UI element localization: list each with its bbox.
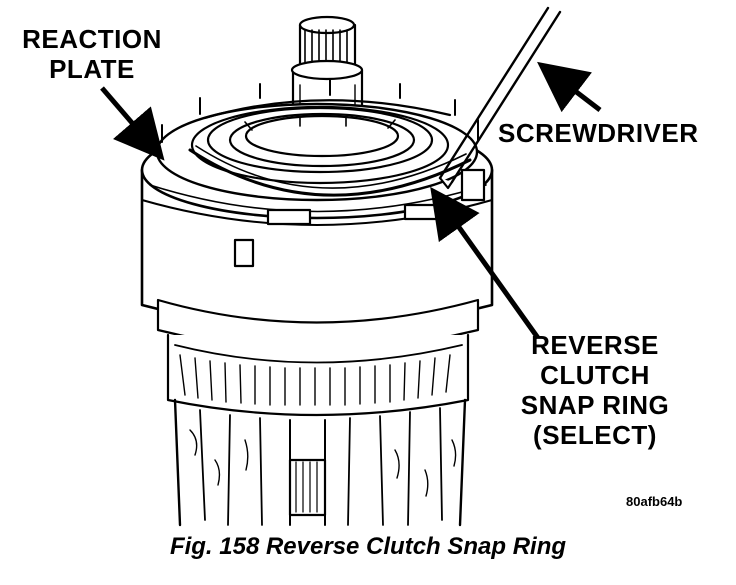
screwdriver-label: SCREWDRIVER — [498, 118, 699, 148]
label-line: (SELECT) — [533, 420, 657, 450]
label-line: REVERSE — [531, 330, 659, 360]
label-line: SNAP RING — [520, 390, 670, 420]
reverse-snap-ring — [188, 99, 472, 197]
figure-caption: Fig. 158 Reverse Clutch Snap Ring — [169, 533, 567, 560]
label-line: CLUTCH — [540, 360, 650, 390]
reaction-plate-label: REACTION PLATE — [12, 24, 172, 84]
reaction-plate — [190, 105, 450, 185]
figure-code: 80afb64b — [626, 494, 683, 509]
label-line: REACTION — [22, 24, 162, 54]
screwdriver — [438, 6, 562, 190]
screwdriver-arrow — [537, 61, 602, 113]
snap-ring-arrow — [430, 186, 541, 340]
lower-drum — [156, 298, 480, 417]
reverse-snap-ring-label: REVERSE CLUTCH SNAP RING (SELECT) — [510, 330, 680, 450]
label-line: PLATE — [49, 54, 135, 84]
reaction-plate-arrow — [100, 86, 165, 161]
lower-housing — [173, 398, 467, 527]
